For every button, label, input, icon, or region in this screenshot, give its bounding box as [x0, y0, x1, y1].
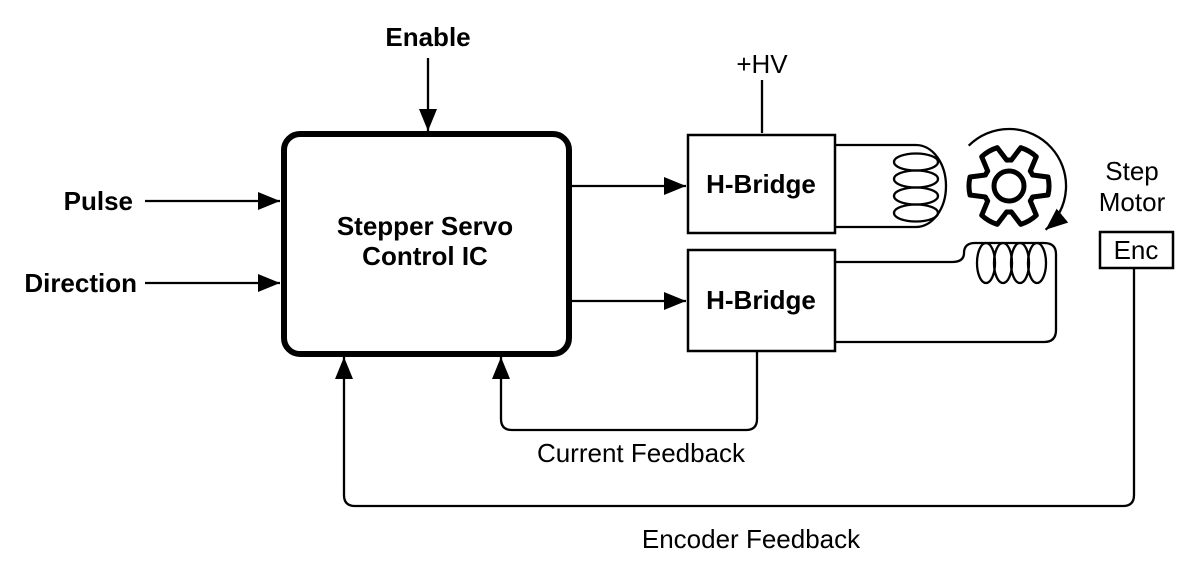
step-motor-label-line2: Motor — [1099, 187, 1166, 217]
current-feedback-line — [492, 351, 759, 432]
gear-icon — [966, 145, 1052, 227]
hbridge-b-label: H-Bridge — [706, 285, 816, 315]
enable-label: Enable — [385, 22, 470, 52]
controller-label-line1: Stepper Servo — [337, 211, 513, 241]
phase-b-coil-icon — [835, 241, 1058, 344]
encoder-feedback-line — [335, 268, 1136, 508]
hv-label: +HV — [736, 49, 788, 79]
encoder-box — [1098, 230, 1175, 270]
encoder-feedback-label: Encoder Feedback — [642, 524, 861, 554]
pulse-label: Pulse — [64, 186, 133, 216]
phase-a-coil-icon — [835, 143, 948, 229]
step-motor-label-line1: Step — [1105, 156, 1159, 186]
current-feedback-label: Current Feedback — [537, 438, 746, 468]
hbridge-a-label: H-Bridge — [706, 169, 816, 199]
hbridge-a-box — [686, 133, 837, 235]
encoder-label: Enc — [1114, 235, 1159, 265]
controller-box — [281, 131, 572, 357]
controller-label-line2: Control IC — [362, 241, 488, 271]
direction-label: Direction — [24, 268, 137, 298]
hbridge-b-box — [686, 248, 837, 353]
rotation-arrow — [967, 127, 1069, 231]
